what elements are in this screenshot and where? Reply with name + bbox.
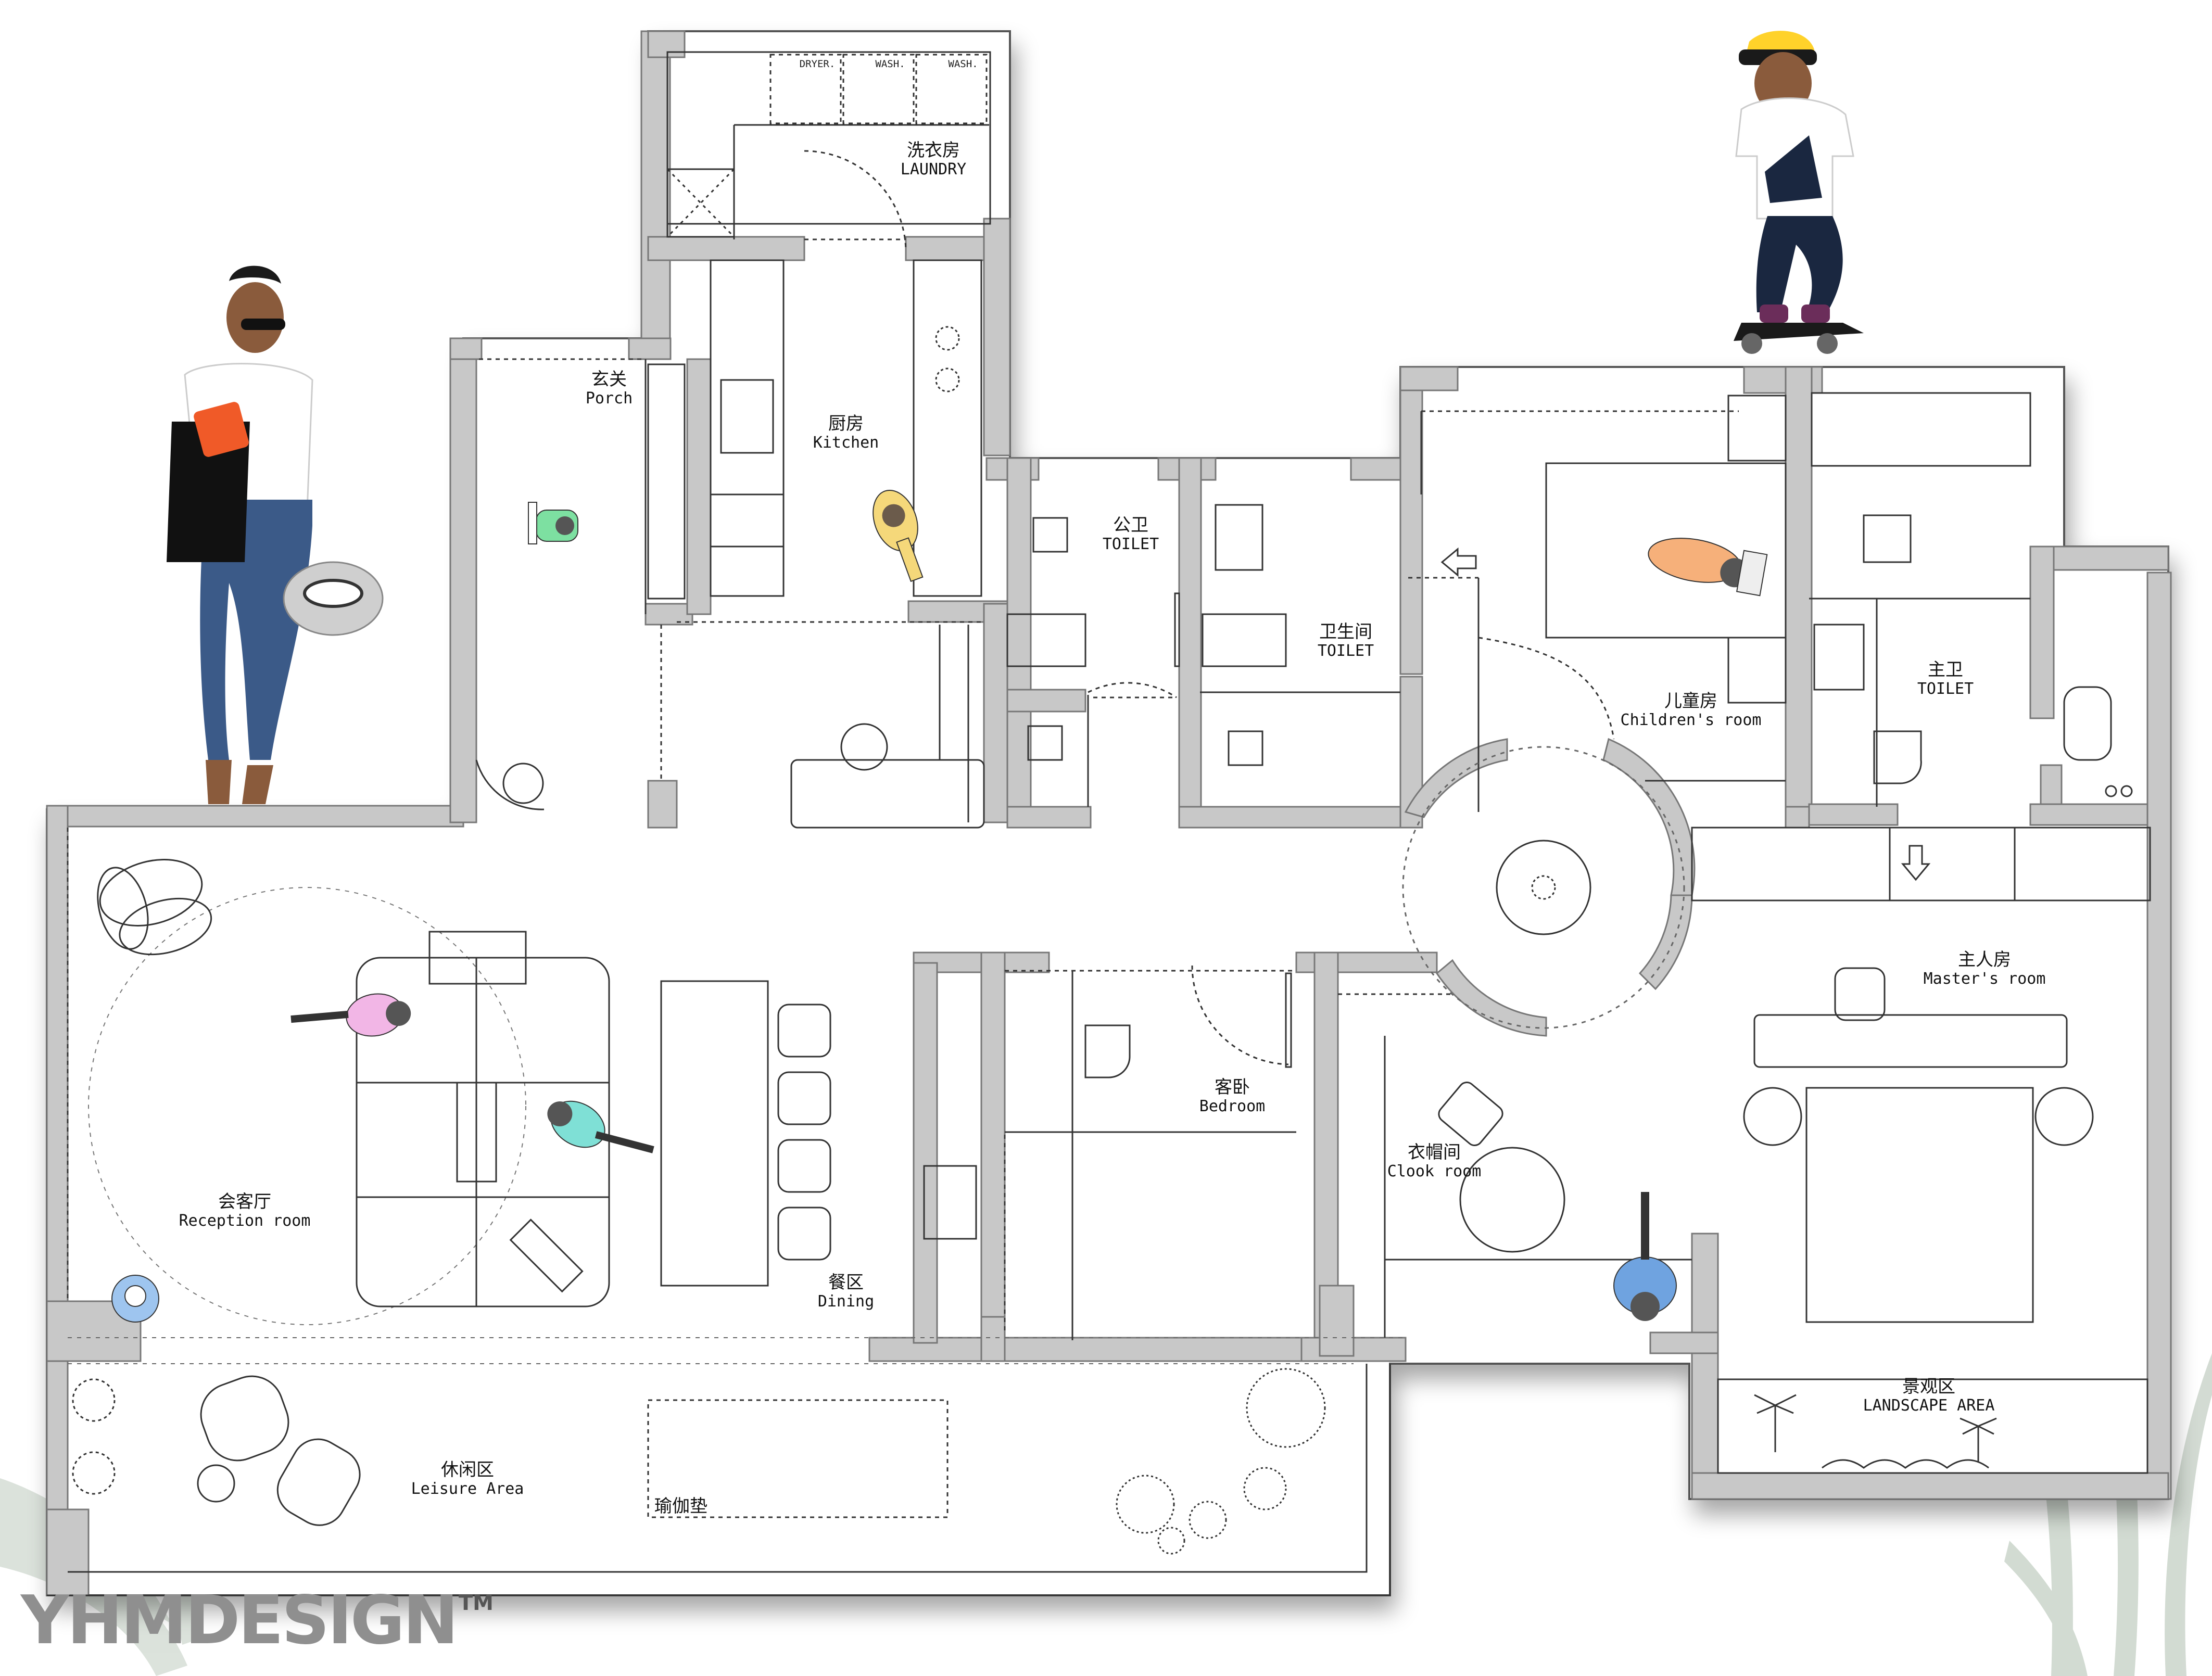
room-label-porch: 玄关 Porch <box>585 369 633 408</box>
room-label-reception: 会客厅 Reception room <box>179 1191 311 1230</box>
brand-name: YHMDESIGN <box>21 1582 459 1659</box>
room-label-landscape: 景观区 LANDSCAPE AREA <box>1863 1376 1995 1415</box>
room-label-cn: 卫生间 <box>1319 621 1372 642</box>
room-label-cn: 儿童房 <box>1664 691 1717 712</box>
direction-arrows <box>1440 547 1931 881</box>
room-label-cn: 休闲区 <box>441 1459 494 1480</box>
room-label-dining: 餐区 Dining <box>817 1272 875 1311</box>
room-label-cn: 主人房 <box>1958 949 2011 970</box>
room-label-en: LAUNDRY <box>900 160 967 179</box>
room-label-en: TOILET <box>1917 680 1974 699</box>
interior-lines <box>47 51 2151 1596</box>
room-label-en: Reception room <box>179 1212 311 1230</box>
room-label-en: Porch <box>585 389 633 408</box>
room-label-en: Dining <box>817 1292 875 1311</box>
room-label-en: TOILET <box>1102 535 1159 554</box>
room-label-guest-bedroom: 客卧 Bedroom <box>1199 1077 1265 1116</box>
room-label-cn: 餐区 <box>828 1272 864 1293</box>
room-label-en: Children's room <box>1620 711 1762 730</box>
room-label-en: TOILET <box>1317 642 1374 661</box>
room-label-kitchen: 厨房 Kitchen <box>813 413 879 452</box>
room-label-cn: 景观区 <box>1902 1376 1955 1397</box>
room-label-cn: 瑜伽垫 <box>654 1496 707 1517</box>
room-label-en: Kitchen <box>813 434 879 452</box>
room-label-cn: 客卧 <box>1215 1077 1250 1098</box>
room-label-leisure: 休闲区 Leisure Area <box>411 1459 524 1499</box>
room-label-cn: 主卫 <box>1928 659 1963 680</box>
room-label-cn: 会客厅 <box>218 1191 271 1212</box>
room-label-bathroom: 卫生间 TOILET <box>1317 621 1374 661</box>
room-label-en: Leisure Area <box>411 1480 524 1499</box>
room-label-master-toilet: 主卫 TOILET <box>1917 659 1974 699</box>
washer-label-2: WASH. <box>948 58 978 70</box>
room-label-master-room: 主人房 Master's room <box>1923 949 2046 988</box>
room-label-en: Clook room <box>1387 1162 1482 1181</box>
dryer-label: DRYER. <box>799 58 836 70</box>
room-label-yoga-mat: 瑜伽垫 <box>654 1496 707 1517</box>
room-label-cn: 公卫 <box>1113 515 1148 536</box>
landscape-plants <box>1754 1394 1997 1469</box>
plan-figures <box>111 489 1768 1323</box>
washer-label-1: WASH. <box>875 58 905 70</box>
room-label-cn: 玄关 <box>591 369 627 390</box>
room-label-cn: 洗衣房 <box>907 140 960 161</box>
room-label-cn: 厨房 <box>828 413 864 434</box>
woman-illustration <box>167 265 384 804</box>
room-label-children-room: 儿童房 Children's room <box>1621 691 1762 730</box>
skateboarder-illustration <box>1734 31 1864 354</box>
room-label-cn: 衣帽间 <box>1408 1142 1461 1163</box>
room-label-en: Master's room <box>1923 970 2046 988</box>
room-label-en: Bedroom <box>1199 1097 1266 1116</box>
room-label-laundry: 洗衣房 LAUNDRY <box>900 140 967 179</box>
room-label-public-toilet: 公卫 TOILET <box>1103 515 1159 554</box>
room-label-en: LANDSCAPE AREA <box>1863 1396 1995 1415</box>
room-label-cloakroom: 衣帽间 Clook room <box>1387 1142 1482 1181</box>
trademark-mark: TM <box>458 1591 494 1615</box>
